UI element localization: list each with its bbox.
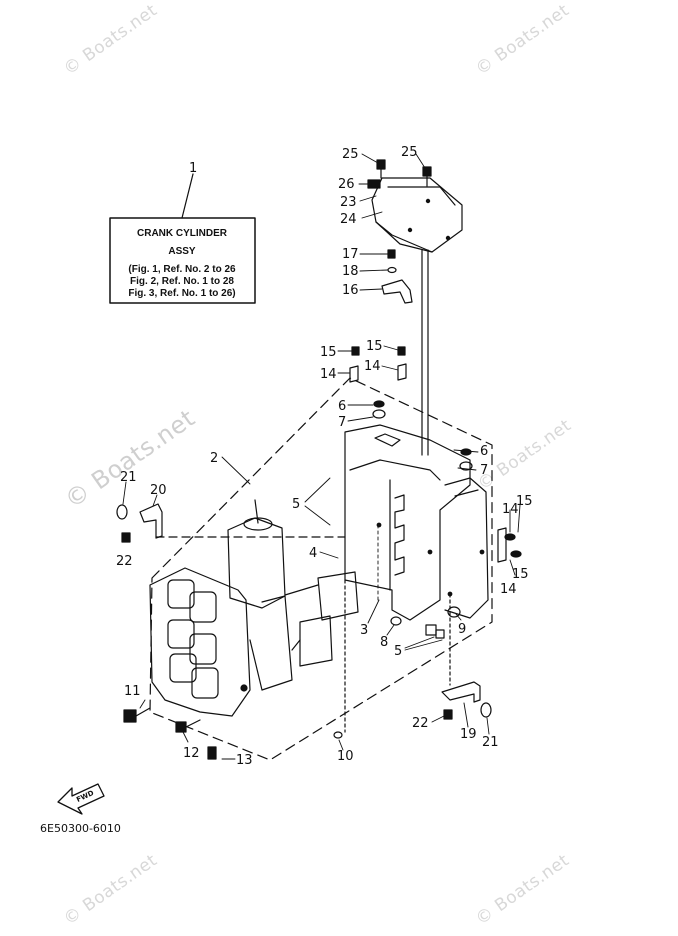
- assembly-title-line1: CRANK CYLINDER: [137, 228, 228, 239]
- callout-8: 8: [380, 635, 388, 650]
- assembly-ref-line3: Fig. 3, Ref. No. 1 to 26): [128, 288, 235, 299]
- callout-21a: 21: [120, 470, 137, 485]
- callout-5a: 5: [292, 497, 300, 512]
- cylinder-head-cover: [367, 159, 463, 456]
- fwd-arrow-icon: [57, 783, 105, 815]
- callout-25b: 25: [401, 145, 418, 160]
- callout-2: 2: [210, 451, 218, 466]
- assembly-title-line2: ASSY: [168, 246, 196, 257]
- callout-23: 23: [340, 195, 357, 210]
- callout-19: 19: [460, 727, 477, 742]
- callout-16: 16: [342, 283, 359, 298]
- right-small-parts: [497, 527, 522, 563]
- callout-6b: 6: [480, 444, 488, 459]
- callout-6a: 6: [338, 399, 346, 414]
- callout-14c: 14: [502, 502, 519, 517]
- callout-14a: 14: [320, 367, 337, 382]
- assembly-ref-line1: (Fig. 1, Ref. No. 2 to 26: [128, 264, 236, 275]
- clip-bracket: [381, 249, 413, 304]
- callout-13: 13: [236, 753, 253, 768]
- callout-24: 24: [340, 212, 357, 227]
- callout-12: 12: [183, 746, 200, 761]
- callout-18: 18: [342, 264, 359, 279]
- callout-15b: 15: [366, 339, 383, 354]
- callout-15c: 15: [516, 494, 533, 509]
- callout-15a: 15: [320, 345, 337, 360]
- callout-7a: 7: [338, 415, 346, 430]
- callout-26: 26: [338, 177, 355, 192]
- callout-17: 17: [342, 247, 359, 262]
- callout-4: 4: [309, 546, 317, 561]
- callout-25a: 25: [342, 147, 359, 162]
- callout-14d: 14: [500, 582, 517, 597]
- assembly-label-text: 1 CRANK CYLINDER ASSY (Fig. 1, Ref. No. …: [128, 161, 236, 299]
- lower-right-parts: [333, 579, 492, 739]
- cylinder-block: [344, 424, 489, 621]
- callouts: 25 25 26 23 24 17 18 16 15 15 14 14 6 7 …: [116, 145, 533, 768]
- crankcase: [149, 499, 359, 717]
- lower-bolts: [123, 707, 217, 760]
- callout-1: 1: [189, 161, 197, 176]
- assembly-dashed-outline: [149, 377, 493, 761]
- part-code: 6E50300-6010: [40, 822, 121, 835]
- callout-20: 20: [150, 483, 167, 498]
- callout-14b: 14: [364, 359, 381, 374]
- left-small-parts: [116, 503, 346, 543]
- callout-11: 11: [124, 684, 141, 699]
- leader-lines: [122, 153, 521, 760]
- callout-7b: 7: [480, 463, 488, 478]
- callout-22a: 22: [116, 554, 133, 569]
- callout-3: 3: [360, 623, 368, 638]
- assembly-ref-line2: Fig. 2, Ref. No. 1 to 28: [130, 276, 234, 287]
- callout-10: 10: [337, 749, 354, 764]
- assembly-label-box: [109, 173, 256, 304]
- callout-22b: 22: [412, 716, 429, 731]
- callout-21b: 21: [482, 735, 499, 750]
- callout-5b: 5: [394, 644, 402, 659]
- callout-9: 9: [458, 622, 466, 637]
- callout-15d: 15: [512, 567, 529, 582]
